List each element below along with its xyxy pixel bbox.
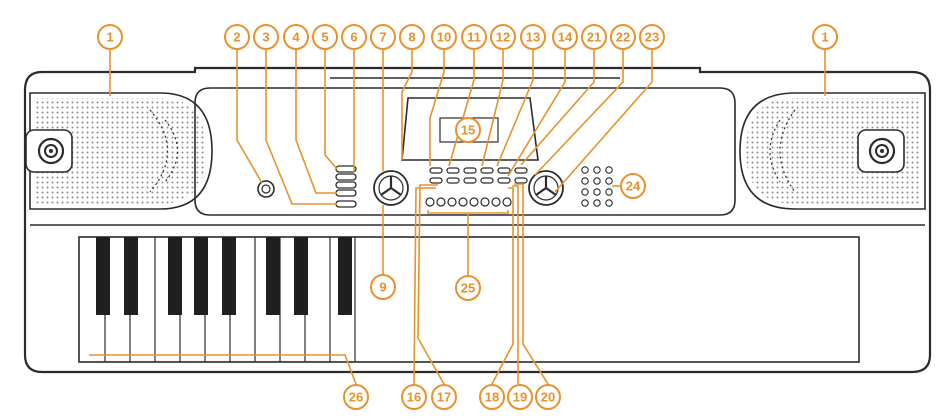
callout-11-label: 11	[467, 30, 481, 45]
callout-23: 23	[639, 24, 665, 50]
callout-26: 26	[343, 384, 369, 410]
callout-22: 22	[610, 24, 636, 50]
callout-5-label: 5	[321, 30, 328, 45]
console-controls	[257, 97, 613, 208]
tempo-dial-icon	[528, 170, 564, 206]
callout-11: 11	[461, 24, 487, 50]
callout-13-label: 13	[526, 30, 540, 45]
callout-5: 5	[312, 24, 338, 50]
callout-10-label: 10	[437, 30, 451, 45]
callout-17: 17	[431, 384, 457, 410]
callout-8-label: 8	[408, 30, 415, 45]
callout-20: 20	[535, 384, 561, 410]
callout-1b-label: 1	[821, 30, 828, 45]
callout-20-label: 20	[541, 390, 555, 405]
callout-26-label: 26	[349, 390, 363, 405]
callout-9: 9	[370, 274, 396, 300]
mode-buttons	[429, 167, 528, 184]
callout-19: 19	[507, 384, 533, 410]
callout-6: 6	[341, 24, 367, 50]
leader-lines	[89, 50, 826, 385]
callout-17-label: 17	[437, 390, 451, 405]
callout-15-label: 15	[461, 123, 475, 138]
callout-1a: 1	[97, 24, 123, 50]
number-pad	[425, 197, 512, 207]
volume-knob-icon	[373, 170, 409, 206]
callout-1a-label: 1	[106, 30, 113, 45]
callout-10: 10	[431, 24, 457, 50]
callout-1b: 1	[812, 24, 838, 50]
callout-7-label: 7	[379, 30, 386, 45]
callout-19-label: 19	[513, 390, 527, 405]
callout-13: 13	[520, 24, 546, 50]
callout-7: 7	[370, 24, 396, 50]
callout-8: 8	[399, 24, 425, 50]
callout-3: 3	[253, 24, 279, 50]
callout-25: 25	[455, 275, 481, 301]
mic-holes	[581, 166, 613, 207]
function-buttons	[335, 165, 357, 208]
callout-4: 4	[283, 24, 309, 50]
right-speaker	[739, 92, 926, 210]
callout-14: 14	[552, 24, 578, 50]
callout-9-label: 9	[379, 280, 386, 295]
callout-16: 16	[401, 384, 427, 410]
callout-18: 18	[479, 384, 505, 410]
callout-18-label: 18	[485, 390, 499, 405]
left-speaker	[25, 92, 213, 210]
callout-12-label: 12	[496, 30, 510, 45]
callout-12: 12	[490, 24, 516, 50]
callout-24-label: 24	[626, 179, 641, 194]
callout-24: 24	[620, 173, 646, 199]
callout-3-label: 3	[262, 30, 269, 45]
callout-23-label: 23	[645, 30, 659, 45]
callout-25-label: 25	[461, 281, 475, 296]
callout-16-label: 16	[407, 390, 421, 405]
callout-4-label: 4	[292, 30, 300, 45]
callout-2: 2	[224, 24, 250, 50]
callout-21: 21	[581, 24, 607, 50]
callout-15: 15	[455, 117, 481, 143]
callout-21-label: 21	[587, 30, 601, 45]
keyboard-body	[23, 66, 932, 374]
dc-jack-icon	[257, 180, 275, 198]
callout-6-label: 6	[350, 30, 357, 45]
callout-2-label: 2	[233, 30, 240, 45]
callout-22-label: 22	[616, 30, 630, 45]
callout-14-label: 14	[558, 30, 573, 45]
